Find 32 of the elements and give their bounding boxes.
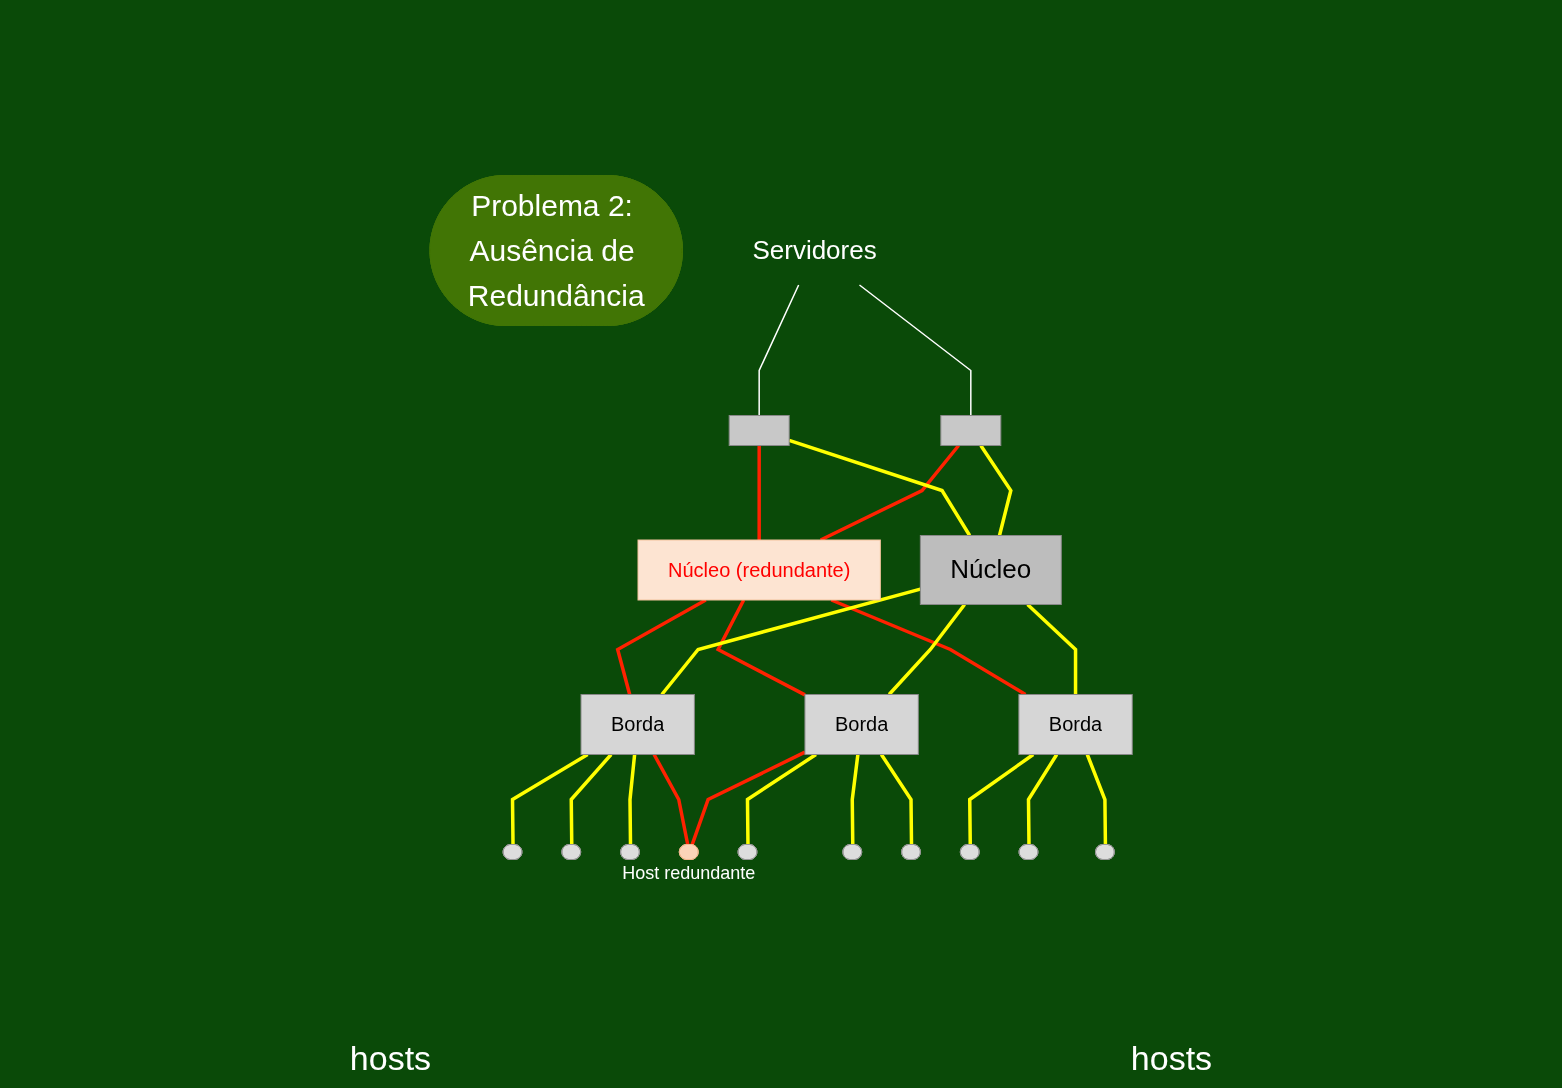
connector <box>967 753 1035 845</box>
connector <box>652 753 690 846</box>
node-box <box>728 415 790 446</box>
connector <box>879 753 914 846</box>
connector <box>788 438 972 537</box>
node-box: Borda <box>580 694 695 755</box>
connector <box>628 754 637 846</box>
connector <box>745 753 817 845</box>
connector <box>850 754 860 845</box>
node-box: Núcleo (redundante) <box>637 539 881 601</box>
connector <box>858 284 972 417</box>
node-text: Servidores <box>752 235 877 265</box>
connector <box>757 445 761 540</box>
group-label: hosts <box>1130 1039 1213 1078</box>
node-box: Borda <box>804 694 919 755</box>
connector <box>1026 753 1059 845</box>
node-box: Borda <box>1018 694 1133 755</box>
connector <box>660 587 921 696</box>
group-label: hosts <box>349 1039 432 1078</box>
connector <box>569 753 613 845</box>
node-caption: Host redundante <box>622 863 756 884</box>
connector <box>715 599 806 697</box>
node-box: Núcleo <box>919 535 1062 605</box>
node-box <box>940 415 1002 446</box>
connector <box>510 753 589 845</box>
connector <box>819 444 960 542</box>
connector <box>690 750 806 846</box>
connector <box>1026 603 1078 695</box>
connector <box>758 284 800 417</box>
connector <box>1085 753 1108 845</box>
connector <box>979 444 1013 536</box>
connector <box>887 603 966 696</box>
